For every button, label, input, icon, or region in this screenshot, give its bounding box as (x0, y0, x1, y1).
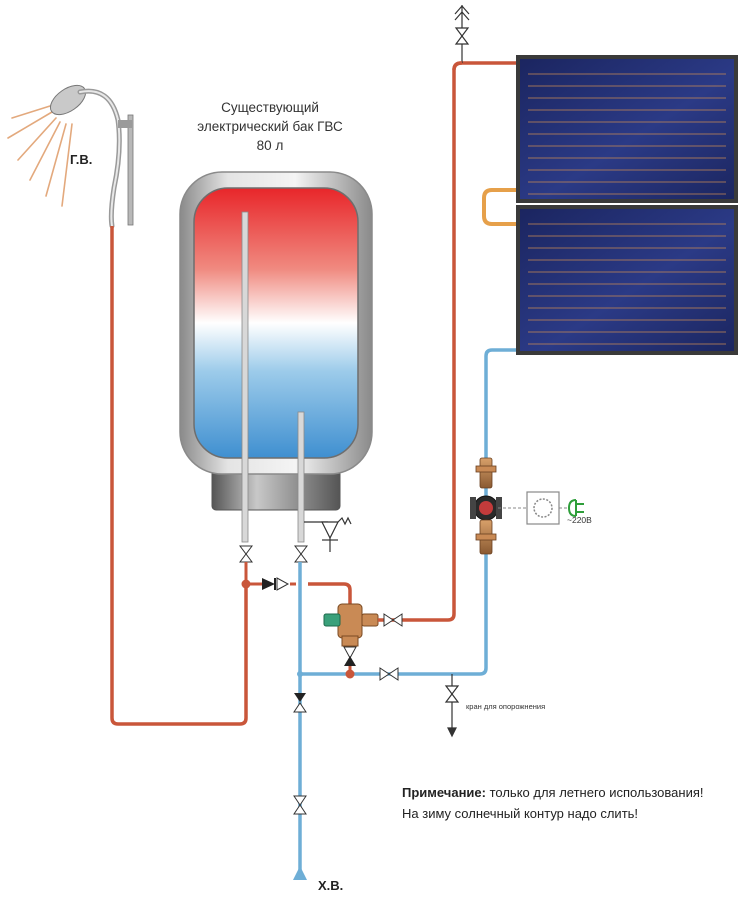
valve-mixer-outlet-icon (383, 613, 403, 627)
mixing-valve-icon (323, 603, 379, 647)
safety-valve-icon (304, 516, 352, 552)
controller-icon (526, 491, 560, 525)
hot-pipe-shower (110, 226, 248, 726)
tank-title: Существующий электрический бак ГВС 80 л (170, 98, 370, 155)
note-title: Примечание: (402, 785, 486, 800)
valve-cold-distribution-icon (379, 667, 399, 681)
note-line2: На зиму солнечный контур надо слить! (402, 806, 639, 821)
shower-rail-icon (118, 114, 134, 226)
hot-pipe-to-mixer (308, 582, 352, 606)
check-valve-cold-main-icon (293, 693, 307, 713)
note: Примечание: только для летнего использов… (402, 782, 703, 824)
valve-cold-inlet-icon (294, 545, 308, 563)
drain-valve-label: кран для опорожнения (466, 702, 546, 711)
water-tank (179, 171, 373, 543)
check-valve-lower-icon (343, 646, 357, 666)
circulation-pump-icon (470, 457, 502, 555)
collector-connector (482, 188, 516, 226)
tank-title-line1: Существующий (221, 100, 319, 115)
drain-valve-icon (444, 674, 460, 738)
power-plug-icon (567, 499, 584, 517)
note-line1: только для летнего использования! (485, 785, 704, 800)
shower-head-icon (7, 84, 122, 229)
solar-collector-lower (516, 205, 738, 355)
cold-water-label: Х.В. (318, 878, 344, 893)
check-valve-icon (262, 577, 290, 591)
tank-title-line3: 80 л (256, 138, 284, 153)
valve-hot-outlet-icon (239, 545, 253, 563)
cold-inlet-arrow-icon (293, 866, 307, 880)
voltage-label: ~220В (567, 515, 592, 525)
solar-collector-upper (516, 55, 738, 203)
hot-water-label: Г.В. (70, 152, 93, 167)
tank-title-line2: электрический бак ГВС (197, 119, 343, 134)
valve-cold-main-icon (293, 795, 307, 815)
air-vent-icon (454, 5, 470, 63)
